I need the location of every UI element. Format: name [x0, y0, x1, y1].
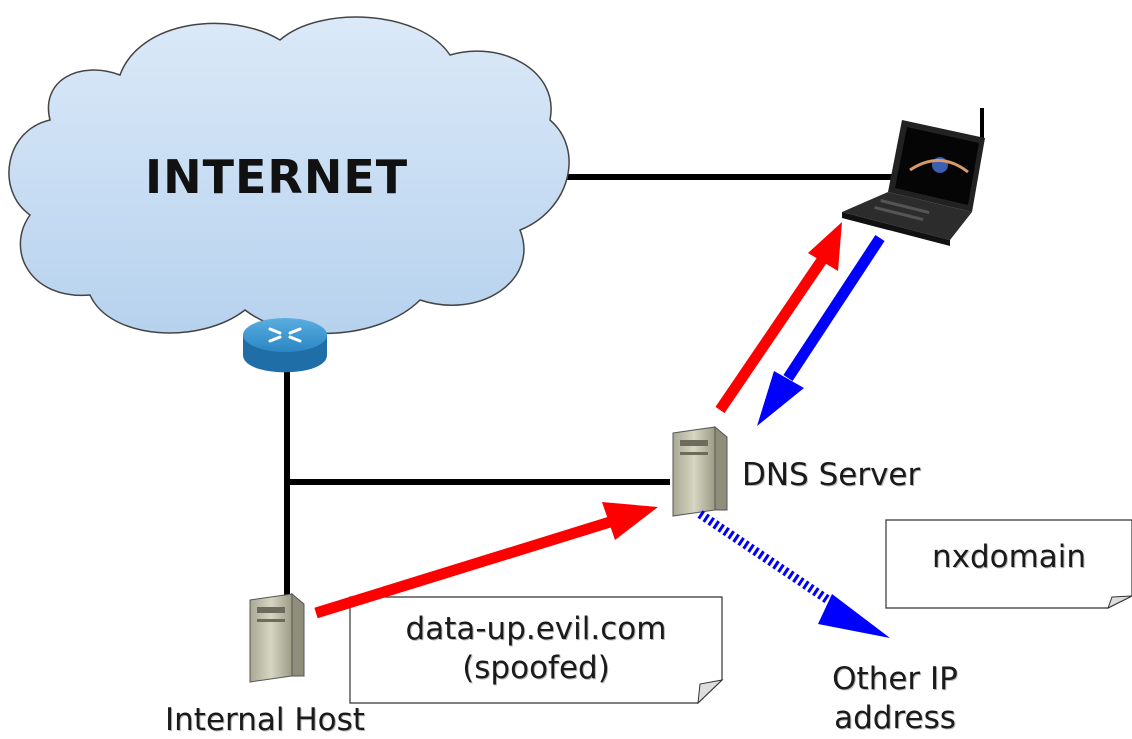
laptop-icon [842, 108, 985, 246]
internet-label: INTERNET [145, 150, 409, 204]
router-icon [243, 318, 327, 373]
query-note [349, 596, 724, 705]
other-ip-line1: Other IP [832, 661, 958, 697]
response-note [885, 519, 1132, 610]
other-ip-label: Other IP address [790, 660, 1000, 738]
dns-server-icon [672, 425, 728, 517]
query-spoofed-text: (spoofed) [462, 649, 610, 686]
query-arrow-host-to-dns [314, 502, 658, 619]
query-note-text: data-up.evil.com (spoofed) [350, 610, 722, 688]
cloud-icon [8, 16, 570, 335]
other-ip-line2: address [834, 699, 956, 736]
dns-server-label: DNS Server [742, 457, 921, 493]
query-arrow-dns-to-laptop [715, 222, 842, 414]
response-note-text: nxdomain [931, 539, 1087, 575]
internal-host-icon [249, 592, 305, 683]
internal-host-label: Internal Host [165, 702, 365, 738]
network-links [284, 174, 900, 595]
query-domain-text: data-up.evil.com [405, 611, 667, 647]
response-arrow-dns-to-other-ip [697, 510, 890, 638]
response-arrow-laptop-to-dns [757, 234, 885, 426]
